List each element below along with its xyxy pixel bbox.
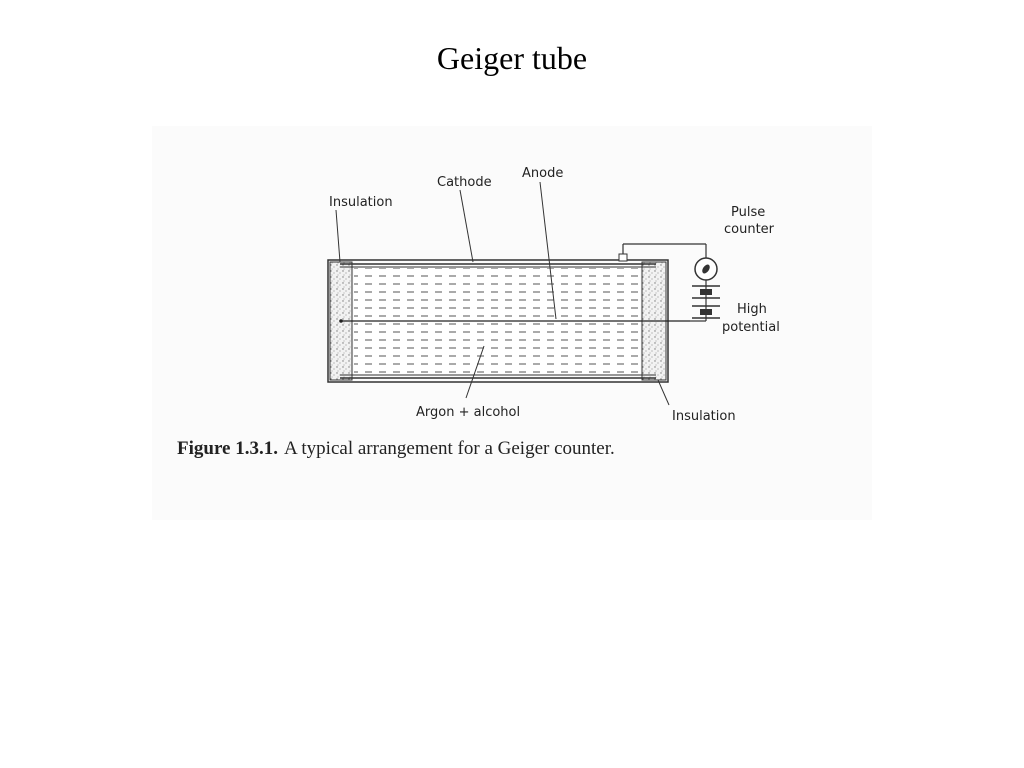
- leader-lines: [335, 181, 670, 406]
- caption-number: Figure 1.3.1.: [177, 438, 278, 459]
- label-pulse-counter-line2: counter: [724, 222, 775, 237]
- battery-icon: [692, 285, 720, 319]
- cathode-wall: [340, 263, 656, 379]
- label-cathode: Cathode: [437, 175, 492, 190]
- label-anode: Anode: [522, 166, 563, 181]
- label-insulation-left: Insulation: [329, 195, 393, 210]
- caption-text: A typical arrangement for a Geiger count…: [283, 438, 615, 459]
- anode-wire-end: [339, 319, 343, 323]
- label-insulation-right: Insulation: [672, 409, 736, 424]
- figure-caption: Figure 1.3.1.A typical arrangement for a…: [177, 438, 615, 460]
- label-high-potential-line2: potential: [722, 320, 780, 335]
- label-high-potential-line1: High: [737, 302, 767, 317]
- slide-title: Geiger tube: [436, 40, 588, 76]
- label-pulse-counter-line1: Pulse: [731, 205, 765, 220]
- label-gas: Argon + alcohol: [416, 405, 520, 420]
- pulse-counter-icon: [694, 257, 718, 281]
